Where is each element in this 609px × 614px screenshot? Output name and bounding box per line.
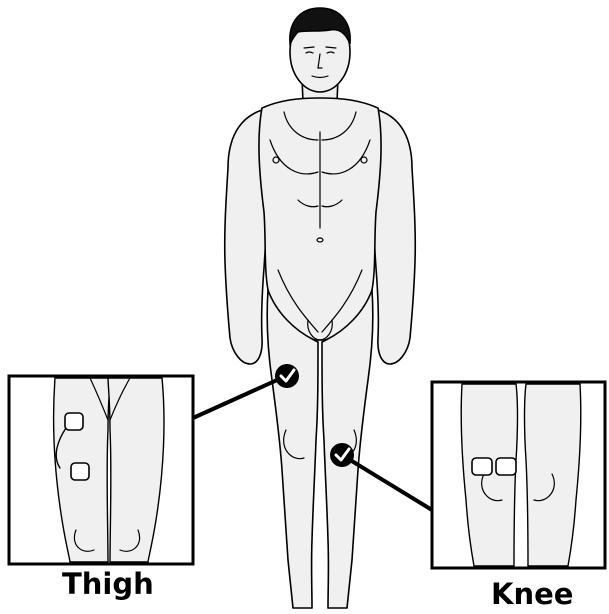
thigh-pad-upper xyxy=(65,413,83,430)
thigh-label: Thigh xyxy=(62,570,154,599)
knee-label: Knee xyxy=(491,580,573,609)
thigh-check-marker xyxy=(275,364,299,388)
left-leg xyxy=(267,290,318,608)
knee-pad-right xyxy=(496,458,516,475)
thigh-inset xyxy=(9,376,193,564)
thigh-pad-lower xyxy=(71,463,89,480)
knee-pad-left xyxy=(472,458,492,475)
human-figure xyxy=(225,12,416,608)
thigh-leader-line xyxy=(193,376,286,418)
knee-inset xyxy=(432,382,605,568)
knee-check-marker xyxy=(330,443,354,467)
